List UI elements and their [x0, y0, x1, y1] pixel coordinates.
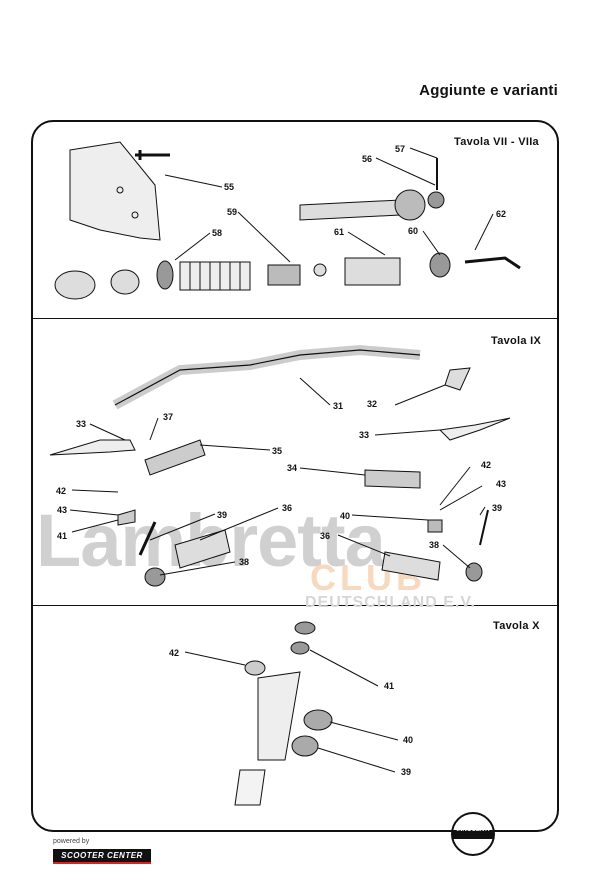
part-label-31: 31 [333, 401, 344, 411]
part-label-36-left: 36 [282, 503, 293, 513]
grip-36-right-shape [381, 551, 441, 581]
grip-36-left-shape [174, 529, 231, 569]
diagram-frame [31, 120, 559, 832]
spring-58-shape [179, 261, 251, 291]
part-label-37: 37 [163, 412, 174, 422]
part-label-60: 60 [408, 226, 419, 236]
ring-39-shape [291, 735, 319, 757]
lever-33-right-shape [438, 417, 511, 441]
part-label-38-right: 38 [429, 540, 440, 550]
part-label-36-right: 36 [320, 531, 331, 541]
part-label-43-left: 43 [57, 505, 68, 515]
innocenti-logo [451, 812, 495, 856]
part-label-58: 58 [212, 228, 223, 238]
shaft-shape [299, 199, 401, 221]
part-label-35: 35 [272, 446, 283, 456]
part-label-38-left: 38 [239, 557, 250, 567]
part-label-42-right: 42 [481, 460, 492, 470]
part-label-59: 59 [227, 207, 238, 217]
housing-plate-shape [69, 141, 161, 241]
bolt-55-shape [135, 150, 170, 160]
cap-38-right-shape [465, 562, 483, 582]
part-label-41-x: 41 [384, 681, 395, 691]
part-label-39-x: 39 [401, 767, 412, 777]
part-label-33-right: 33 [359, 430, 370, 440]
part-label-55: 55 [224, 182, 235, 192]
panel-title-x: Tavola X [493, 620, 540, 632]
handlebar-31-shape [112, 344, 421, 410]
spring-59-shape [267, 264, 301, 286]
tube-61-shape [344, 257, 401, 286]
part-label-40: 40 [340, 511, 351, 521]
lever-32-shape [444, 367, 471, 391]
fork-tube-shape [257, 671, 301, 761]
panel-title-ix: Tavola IX [491, 335, 542, 347]
housing-34-shape [364, 469, 421, 489]
part-label-42-left: 42 [56, 486, 67, 496]
part-label-41: 41 [57, 531, 68, 541]
part-label-39-right: 39 [492, 503, 503, 513]
panel-divider-2 [31, 605, 559, 606]
housing-35-shape [144, 439, 206, 476]
part-label-34: 34 [287, 463, 298, 473]
part-label-40-x: 40 [403, 735, 414, 745]
part-label-56: 56 [362, 154, 373, 164]
cap-38-left-shape [144, 567, 166, 587]
part-label-43-right: 43 [496, 479, 507, 489]
panel-title-vii: Tavola VII - VIIa [454, 136, 539, 148]
lever-33-left-shape [49, 439, 136, 456]
panel-divider-1 [31, 318, 559, 319]
page-title: Aggiunte e varianti [419, 82, 558, 99]
socket-shape [54, 270, 96, 300]
watermark-sub: DEUTSCHLAND E.V. [305, 594, 476, 611]
scooter-center-logo: SCOOTER CENTER [53, 849, 151, 864]
part-label-33-left: 33 [76, 419, 87, 429]
part-label-61: 61 [334, 227, 345, 237]
part-label-42-x: 42 [169, 648, 180, 658]
innocenti-logo-text: INNOCENTI [456, 827, 490, 833]
lever-62-shape [464, 256, 521, 270]
part-label-32: 32 [367, 399, 378, 409]
ring-40-shape [303, 709, 333, 731]
powered-by-text: powered by [53, 838, 90, 845]
part-label-57: 57 [395, 144, 406, 154]
part-label-62: 62 [496, 209, 507, 219]
part-label-39-left: 39 [217, 510, 228, 520]
